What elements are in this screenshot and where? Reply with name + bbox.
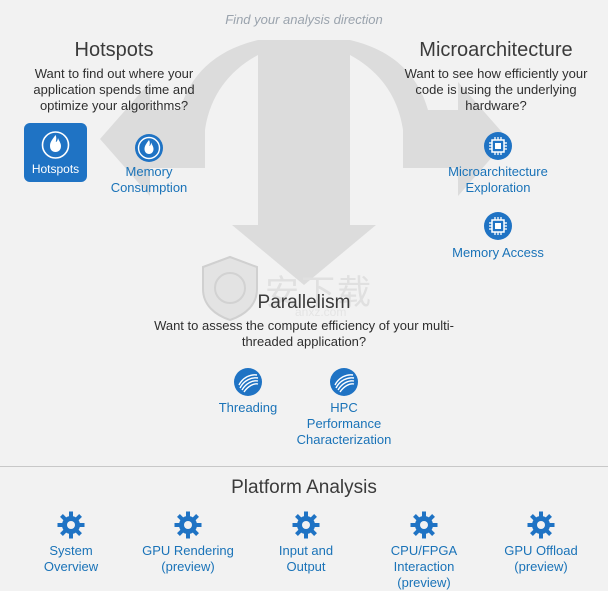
shield-icon bbox=[202, 255, 258, 322]
hotspots-question-line: application spends time and bbox=[33, 82, 195, 97]
microarchitecture-title: Microarchitecture bbox=[419, 39, 573, 61]
memory-consumption-label: Consumption bbox=[110, 180, 188, 195]
memory-access-link[interactable]: Memory Access bbox=[452, 245, 544, 260]
watermark-text: 安下载 bbox=[265, 273, 373, 313]
platform-analysis-title: Platform Analysis bbox=[231, 477, 377, 498]
platform-item-label: (preview) bbox=[514, 559, 568, 574]
microarchitecture-question-line: Want to see how efficiently your bbox=[404, 66, 588, 81]
hotspots-question-line: optimize your algorithms? bbox=[39, 98, 189, 113]
hpc-label: Characterization bbox=[296, 432, 392, 447]
flame-icon bbox=[41, 131, 70, 159]
platform-item-label: Output bbox=[286, 559, 326, 574]
flame-icon bbox=[135, 134, 163, 162]
platform-item-label: Overview bbox=[43, 559, 99, 574]
gear-icon bbox=[57, 511, 85, 539]
threading-icon-button[interactable] bbox=[233, 367, 263, 397]
platform-item-link[interactable]: GPU Rendering(preview) bbox=[128, 543, 248, 575]
microarchitecture-exploration-icon-button[interactable] bbox=[483, 131, 513, 161]
hpc-characterization-icon-button[interactable] bbox=[329, 367, 359, 397]
microarchitecture-exploration-label: Microarchitecture bbox=[448, 164, 548, 179]
hpc-label: HPC bbox=[330, 400, 358, 415]
parallelism-question-line: Want to assess the compute efficiency of… bbox=[154, 318, 454, 333]
watermark-logo bbox=[195, 253, 265, 323]
memory-consumption-link[interactable]: Memory Consumption bbox=[94, 164, 204, 196]
platform-item-label: (preview) bbox=[161, 559, 215, 574]
direction-arrows-graphic bbox=[100, 40, 508, 285]
threading-link[interactable]: Threading bbox=[218, 400, 278, 415]
hotspots-analysis-button[interactable]: Hotspots bbox=[24, 123, 87, 182]
hotspots-question: Want to find out where your application … bbox=[14, 66, 214, 114]
microarchitecture-question-line: code is using the underlying bbox=[415, 82, 577, 97]
gear-icon bbox=[410, 511, 438, 539]
gear-icon bbox=[174, 511, 202, 539]
platform-item-label: System bbox=[49, 543, 93, 558]
platform-item-icon-button[interactable] bbox=[409, 510, 439, 540]
platform-item-label: Interaction bbox=[393, 559, 455, 574]
platform-item-label: (preview) bbox=[397, 575, 451, 590]
threading-icon bbox=[234, 368, 262, 396]
microarchitecture-question-line: hardware? bbox=[465, 98, 527, 113]
platform-item-label: Input and bbox=[278, 543, 334, 558]
platform-item-label: CPU/FPGA bbox=[390, 543, 458, 558]
platform-item-icon-button[interactable] bbox=[173, 510, 203, 540]
hpc-label: Performance bbox=[306, 416, 382, 431]
microarchitecture-exploration-label: Exploration bbox=[465, 180, 531, 195]
platform-item-icon-button[interactable] bbox=[56, 510, 86, 540]
memory-consumption-icon-button[interactable] bbox=[134, 133, 164, 163]
hotspots-tile-label: Hotspots bbox=[31, 162, 80, 176]
memory-consumption-label: Memory bbox=[125, 164, 173, 179]
platform-item-icon-button[interactable] bbox=[291, 510, 321, 540]
threading-icon bbox=[330, 368, 358, 396]
platform-item-label: GPU Offload bbox=[504, 543, 578, 558]
hotspots-title: Hotspots bbox=[74, 39, 154, 61]
parallelism-title: Parallelism bbox=[257, 292, 351, 313]
microarchitecture-question: Want to see how efficiently your code is… bbox=[384, 66, 608, 114]
direction-prompt: Find your analysis direction bbox=[225, 12, 383, 27]
gear-icon bbox=[292, 511, 320, 539]
chip-icon bbox=[484, 132, 512, 160]
parallelism-question: Want to assess the compute efficiency of… bbox=[124, 318, 484, 350]
hotspots-question-line: Want to find out where your bbox=[34, 66, 194, 81]
section-divider bbox=[0, 466, 608, 467]
hpc-characterization-link[interactable]: HPC Performance Characterization bbox=[284, 400, 404, 448]
chip-icon bbox=[484, 212, 512, 240]
platform-item-link[interactable]: GPU Offload(preview) bbox=[481, 543, 601, 575]
platform-item-label: GPU Rendering bbox=[142, 543, 234, 558]
platform-item-icon-button[interactable] bbox=[526, 510, 556, 540]
microarchitecture-exploration-link[interactable]: Microarchitecture Exploration bbox=[428, 164, 568, 196]
parallelism-question-line: threaded application? bbox=[241, 334, 367, 349]
watermark-subtext: anxz.com bbox=[295, 305, 347, 319]
memory-access-icon-button[interactable] bbox=[483, 211, 513, 241]
gear-icon bbox=[527, 511, 555, 539]
